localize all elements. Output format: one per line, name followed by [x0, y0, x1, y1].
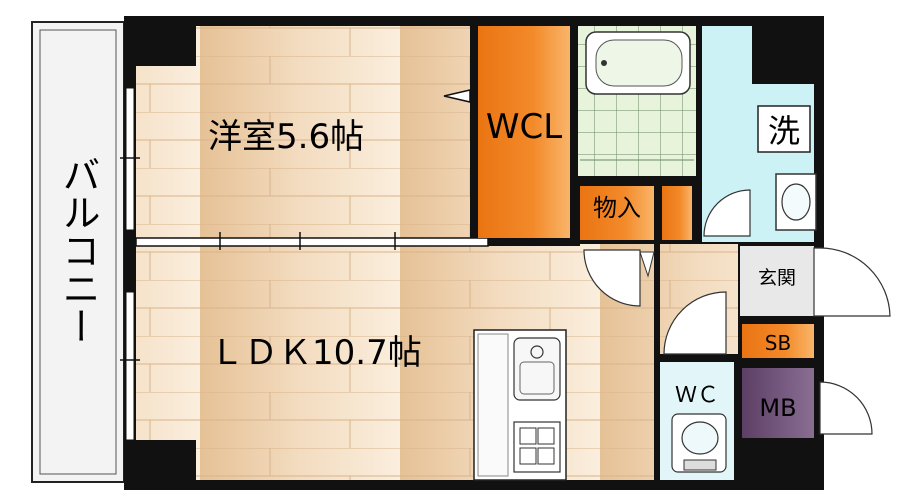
wcl-room	[478, 26, 570, 238]
wc-label: ＷＣ	[675, 383, 719, 408]
western-room-label: 洋室5.6帖	[208, 117, 364, 157]
storage-room	[580, 186, 654, 240]
storage-label: 物入	[593, 194, 641, 222]
bathtub-icon	[585, 31, 691, 95]
shoe-box	[742, 324, 814, 358]
shoe-box-label: SB	[765, 331, 791, 355]
sink-icon	[513, 337, 561, 401]
entrance-label: 玄関	[758, 267, 796, 289]
toilet-icon	[671, 413, 727, 473]
stove-icon	[513, 421, 561, 473]
door-arc	[583, 249, 641, 307]
meter-box-label: MB	[759, 394, 796, 422]
ldk-floor	[136, 246, 654, 480]
wash-basin-icon	[775, 173, 817, 231]
ldk-label: ＬＤＫ10.7帖	[210, 333, 422, 373]
meter-box	[742, 368, 814, 438]
washroom-label: 洗	[768, 112, 800, 150]
balcony-label: バルコニー	[56, 155, 100, 345]
entrance-area	[740, 246, 814, 316]
wcl-label: WCL	[486, 107, 562, 147]
washer-box	[757, 105, 811, 153]
balcony	[31, 21, 125, 483]
storage-room-2	[662, 186, 692, 240]
